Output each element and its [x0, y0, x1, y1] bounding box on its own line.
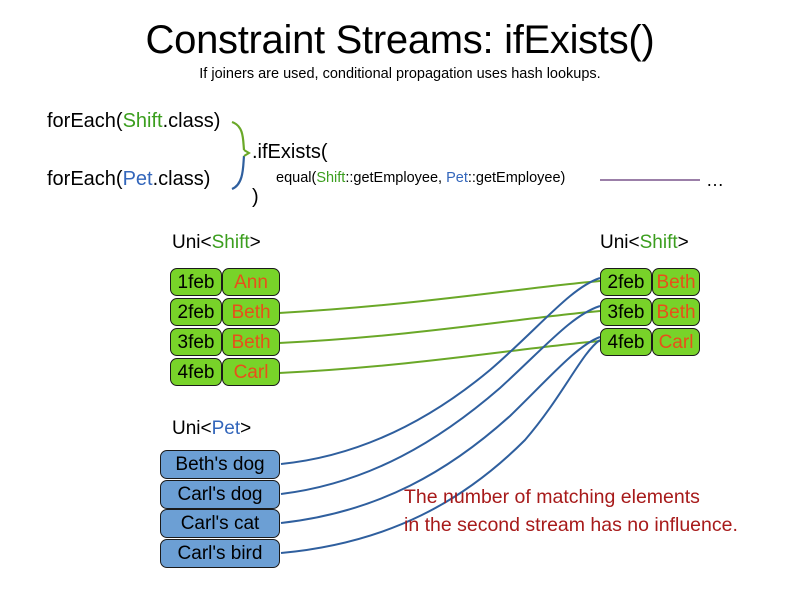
shift-date-cell: 3feb	[170, 328, 222, 356]
code-equal-joiner: equal(Shift::getEmployee, Pet::getEmploy…	[276, 170, 565, 186]
table-row[interactable]: 1feb Ann	[170, 268, 280, 296]
shift-date-cell: 2feb	[600, 268, 652, 296]
table-row[interactable]: 4feb Carl	[600, 328, 700, 356]
code-foreach-pet-suffix: .class)	[152, 168, 211, 190]
table-row[interactable]: 3feb Beth	[170, 328, 280, 356]
annotation-line-1: The number of matching elements	[404, 486, 700, 508]
table-row[interactable]: 2feb Beth	[170, 298, 280, 326]
stream-label-left-shift: Uni<Shift>	[172, 232, 261, 254]
label-prefix: Uni<	[172, 232, 212, 253]
code-close-paren: )	[252, 186, 259, 208]
stream-label-pet: Uni<Pet>	[172, 418, 251, 440]
annotation-line-2: in the second stream has no influence.	[404, 514, 738, 537]
label-suffix: >	[240, 418, 252, 439]
table-row[interactable]: 3feb Beth	[600, 298, 700, 326]
label-suffix: >	[249, 232, 261, 253]
wire-blue-carls-dog	[280, 305, 601, 495]
wire-green-4feb	[278, 340, 601, 374]
wire-blue-beths-dog	[280, 277, 601, 465]
shift-date-cell: 2feb	[170, 298, 222, 326]
stream-label-right-shift: Uni<Shift>	[600, 232, 689, 254]
wire-green-2feb	[278, 280, 601, 314]
table-row[interactable]: 4feb Carl	[170, 358, 280, 386]
code-ifexists: .ifExists(	[252, 141, 328, 163]
shift-name-cell: Ann	[222, 268, 280, 296]
shift-date-cell: 1feb	[170, 268, 222, 296]
code-foreach-shift-class: Shift	[122, 110, 163, 132]
code-foreach-shift-suffix: .class)	[162, 110, 221, 132]
page-title: Constraint Streams: ifExists()	[145, 18, 655, 62]
code-equal-prefix: equal(	[276, 170, 317, 186]
code-foreach-pet-prefix: forEach(	[47, 168, 123, 190]
label-type: Pet	[211, 418, 241, 439]
wire-green-3feb	[278, 310, 601, 344]
brace-shift-to-ifexists	[231, 120, 246, 151]
shift-name-cell: Carl	[652, 328, 700, 356]
list-item[interactable]: Carl's cat	[160, 509, 280, 538]
code-equal-shift-class: Shift	[316, 170, 346, 186]
code-ellipsis: …	[706, 170, 724, 190]
brace-junction-tick	[243, 149, 251, 157]
label-type: Shift	[211, 232, 250, 253]
shift-name-cell: Beth	[652, 298, 700, 326]
code-foreach-shift: forEach(Shift.class)	[47, 110, 220, 133]
code-foreach-shift-prefix: forEach(	[47, 110, 123, 132]
code-foreach-pet-class: Pet	[122, 168, 153, 190]
shift-name-cell: Beth	[222, 328, 280, 356]
code-equal-shift-method: ::getEmployee,	[345, 170, 447, 186]
code-foreach-pet: forEach(Pet.class)	[47, 168, 210, 191]
shift-date-cell: 4feb	[170, 358, 222, 386]
label-prefix: Uni<	[600, 232, 640, 253]
shift-name-cell: Carl	[222, 358, 280, 386]
label-type: Shift	[639, 232, 678, 253]
code-equal-pet-class: Pet	[446, 170, 468, 186]
list-item[interactable]: Carl's dog	[160, 480, 280, 509]
shift-name-cell: Beth	[222, 298, 280, 326]
label-prefix: Uni<	[172, 418, 212, 439]
table-row[interactable]: 2feb Beth	[600, 268, 700, 296]
shift-date-cell: 4feb	[600, 328, 652, 356]
brace-pet-to-ifexists	[231, 155, 246, 191]
list-item[interactable]: Carl's bird	[160, 539, 280, 568]
code-equal-pet-method: ::getEmployee)	[467, 170, 566, 186]
shift-date-cell: 3feb	[600, 298, 652, 326]
shift-name-cell: Beth	[652, 268, 700, 296]
page-subtitle: If joiners are used, conditional propaga…	[199, 66, 601, 82]
list-item[interactable]: Beth's dog	[160, 450, 280, 479]
annotation-note: The number of matching elements in the s…	[404, 483, 738, 540]
label-suffix: >	[677, 232, 689, 253]
